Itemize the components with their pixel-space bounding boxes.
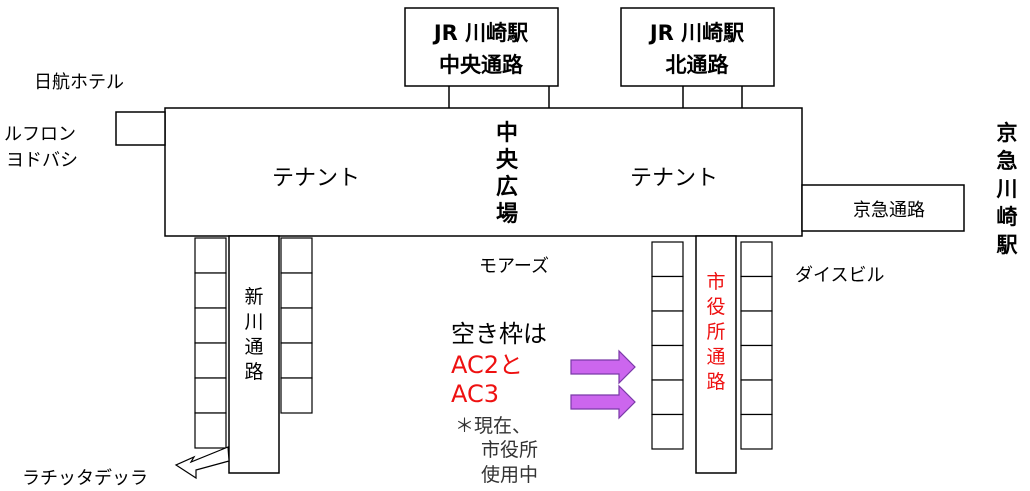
ad-frame-cell: [194, 272, 227, 309]
central-plaza-char-2: 央: [496, 147, 519, 173]
keikyu-passage-label: 京急通路: [853, 200, 925, 221]
city-hall-passage-char-2: 役: [706, 296, 725, 318]
central-plaza-char-3: 広: [496, 174, 518, 200]
ad-frames-shinkawa-right: [280, 237, 313, 414]
central-plaza-box: [164, 107, 803, 237]
city-hall-passage-char-5: 路: [706, 371, 725, 393]
mores-label: モアーズ: [479, 256, 549, 277]
ad-frame-cell: [194, 342, 227, 379]
keikyu-station-char-3: 川: [996, 177, 1018, 201]
city-hall-passage-char-3: 所: [706, 321, 725, 343]
notice-note-line1: ＊現在、: [455, 415, 531, 437]
jr-central-station-box: [404, 7, 559, 87]
keikyu-passage-box: [801, 184, 965, 232]
city-hall-passage-char-1: 市: [706, 271, 725, 293]
ad-frames-city-hall-left: [651, 241, 684, 450]
ad-frame-cell: [651, 413, 684, 450]
keikyu-station-char-2: 急: [997, 149, 1018, 173]
lufflon-label-line2: ヨドバシ: [6, 150, 78, 171]
central-plaza-char-1: 中: [496, 121, 518, 146]
ad-frame-cell: [194, 307, 227, 344]
jr-north-station-line2: 北通路: [666, 53, 730, 77]
ad-frame-cell: [740, 310, 773, 347]
keikyu-station-char-5: 駅: [997, 233, 1019, 257]
ad-frame-cell: [280, 377, 313, 414]
city-hall-passage-box: [695, 235, 737, 474]
ad-frame-cell: [651, 310, 684, 347]
lachitta-label: ラチッタデッラ: [22, 468, 148, 489]
ac2-arrow-icon: [570, 349, 636, 385]
lufflon-entrance-box: [115, 111, 166, 146]
ad-frame-cell: [280, 272, 313, 309]
ad-frames-city-hall-right: [740, 241, 773, 450]
jr-north-station-box: [620, 7, 775, 87]
ac3-arrow-icon: [570, 384, 636, 420]
notice-line3: AC3: [451, 380, 499, 408]
central-plaza-char-4: 場: [496, 202, 518, 227]
lufflon-label-line1: ルフロン: [4, 124, 76, 145]
ad-frame-cell: [651, 275, 684, 312]
ad-frames-shinkawa-left: [194, 237, 227, 449]
ad-frame-cell: [194, 412, 227, 449]
shinkawa-passage-box: [228, 235, 280, 474]
jr-north-station-line1: JR 川崎駅: [648, 21, 745, 45]
ad-frame-cell: [740, 275, 773, 312]
ad-frame-cell: [651, 241, 684, 278]
ad-frame-cell: [280, 237, 313, 274]
notice-note-line2: 市役所: [481, 439, 538, 461]
shinkawa-passage-char-2: 川: [244, 311, 263, 333]
keikyu-station-char-4: 崎: [997, 205, 1018, 229]
keikyu-station-char-1: 京: [997, 121, 1018, 145]
tenant-right-label: テナント: [630, 166, 718, 191]
tenant-left-label: テナント: [272, 166, 360, 191]
ad-frame-cell: [740, 413, 773, 450]
lachitta-exit-arrow-icon: [174, 446, 230, 480]
city-hall-passage-char-4: 通: [706, 346, 725, 368]
ad-frame-cell: [194, 237, 227, 274]
ad-frame-cell: [740, 344, 773, 381]
notice-line2: AC2と: [451, 351, 523, 379]
shinkawa-passage-char-4: 路: [244, 361, 263, 383]
ad-frame-cell: [740, 241, 773, 278]
ad-frame-cell: [651, 379, 684, 416]
nikko-hotel-label: 日航ホテル: [34, 72, 124, 93]
ad-frame-cell: [651, 344, 684, 381]
notice-line1: 空き枠は: [451, 320, 547, 348]
jr-central-station-line2: 中央通路: [439, 53, 524, 77]
ad-frame-cell: [740, 379, 773, 416]
shinkawa-passage-char-1: 新: [244, 286, 263, 308]
ad-frame-cell: [280, 307, 313, 344]
notice-note-line3: 使用中: [481, 464, 538, 486]
shinkawa-passage-char-3: 通: [244, 336, 263, 358]
jr-central-station-line1: JR 川崎駅: [432, 21, 529, 45]
ad-frame-cell: [280, 342, 313, 379]
ad-frame-cell: [194, 377, 227, 414]
daisu-bldg-label: ダイスビル: [795, 265, 884, 286]
